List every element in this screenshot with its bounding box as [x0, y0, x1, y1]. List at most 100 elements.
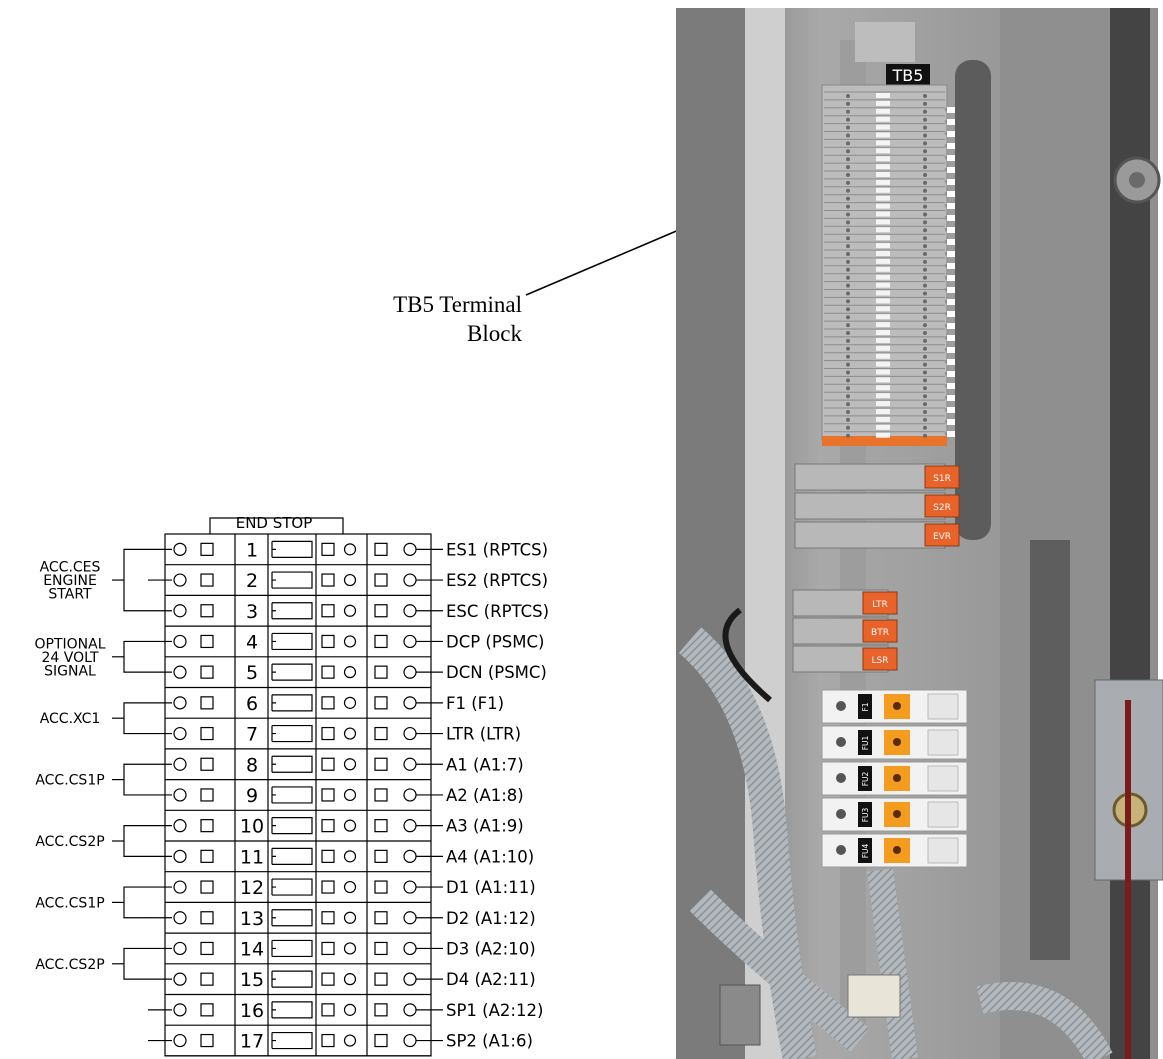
screw-square-icon: [374, 788, 388, 802]
terminal-screw-icon: [846, 141, 850, 146]
screw-circle-icon: [343, 543, 357, 556]
terminal-screw-icon: [846, 149, 850, 154]
group-label: ACC.CS2P: [35, 957, 104, 973]
screw-circle-icon: [403, 757, 417, 771]
relay-base: [794, 521, 946, 549]
terminal-screw-icon: [846, 165, 850, 170]
terminal-screw-icon: [923, 165, 927, 170]
screw-circle-icon: [403, 788, 417, 802]
terminal-screw-icon: [846, 259, 850, 264]
jumper-slot-icon: [271, 724, 313, 743]
bracket: [719, 984, 761, 1046]
terminal-marker: [876, 282, 890, 288]
bracket-line: [123, 825, 148, 857]
terminal-screw-icon: [923, 109, 927, 114]
terminal-screw-icon: [846, 291, 850, 296]
screw-circle-icon: [173, 726, 187, 741]
terminal-screw-icon: [923, 338, 927, 343]
terminal-screw-icon: [923, 433, 927, 438]
terminal-end-plate: [822, 436, 947, 446]
screw-square-icon: [321, 726, 335, 741]
terminal-marker: [876, 156, 890, 162]
terminal-screw-icon: [846, 315, 850, 320]
terminal-screw-icon: [923, 236, 927, 241]
bracket-line: [123, 886, 148, 919]
terminal-screw-icon: [846, 267, 850, 272]
screw-circle-icon: [173, 849, 187, 863]
terminal-screw-icon: [923, 125, 927, 130]
screw-circle-icon: [343, 788, 357, 802]
screw-circle-icon: [173, 542, 187, 556]
screw-circle-icon: [403, 880, 417, 894]
jumper-slot-icon: [271, 540, 313, 558]
screw-square-icon: [321, 911, 335, 925]
terminal-screw-icon: [923, 101, 927, 106]
relay-label: LTR: [872, 600, 888, 610]
screw-square-icon: [200, 849, 214, 863]
terminal-screw-icon: [923, 220, 927, 225]
screw-square-icon: [321, 634, 335, 649]
terminal-screw-icon: [923, 94, 927, 98]
terminal-marker: [876, 227, 890, 233]
fuse-tag: [858, 694, 872, 719]
fuse-label-plate: [927, 765, 959, 792]
terminal-screw-icon: [846, 386, 850, 391]
terminal-screw-icon: [846, 133, 850, 138]
terminal-marker: [876, 116, 890, 122]
end-stop-label: END STOP: [236, 514, 313, 532]
screw-square-icon: [321, 880, 335, 894]
terminal-marker: [876, 258, 890, 264]
terminal-screw-icon: [846, 117, 850, 122]
screw-circle-icon: [173, 573, 187, 587]
terminal-number: 8: [246, 754, 258, 776]
screw-square-icon: [374, 1033, 388, 1048]
relay-module: [862, 591, 898, 615]
terminal-screw-icon: [923, 204, 927, 209]
terminal-screw-icon: [846, 244, 850, 249]
screw-circle-icon: [173, 634, 187, 649]
wire-label: D2 (A1:12): [446, 909, 536, 928]
terminal-marker: [876, 235, 890, 241]
screw-circle-icon: [403, 696, 417, 710]
screw-circle-icon: [343, 880, 357, 894]
screw-circle-icon: [173, 1003, 187, 1017]
terminal-screw-icon: [923, 425, 927, 430]
terminal-marker: [876, 251, 890, 256]
jumper-slot-icon: [271, 970, 313, 988]
terminal-marker: [876, 100, 890, 106]
fuse-label: FU1: [861, 735, 870, 750]
terminal-screw-icon: [923, 299, 927, 304]
terminal-marker: [876, 108, 890, 114]
wire-label: ES2 (RPTCS): [446, 571, 548, 590]
jumper-slot-icon: [271, 1031, 313, 1050]
fuse-label: FU4: [861, 843, 870, 858]
screw-circle-icon: [343, 758, 357, 771]
terminal-screw-icon: [846, 354, 850, 359]
jumper-slot-icon: [271, 847, 313, 865]
fuse-screw-icon: [836, 737, 846, 747]
terminal-number: 14: [240, 938, 264, 960]
jumper-slot-icon: [271, 909, 313, 927]
terminal-marker: [876, 132, 890, 138]
terminal-marker: [876, 377, 890, 383]
screw-circle-icon: [403, 972, 417, 986]
terminal-marker: [876, 409, 890, 414]
terminal-screw-icon: [846, 362, 850, 367]
terminal-number: 7: [246, 724, 258, 746]
screw-square-icon: [374, 665, 388, 679]
screw-square-icon: [374, 542, 388, 556]
end-stop-frame: [209, 517, 344, 534]
screw-circle-icon: [173, 880, 187, 894]
screw-circle-icon: [343, 819, 357, 832]
terminal-screw-icon: [846, 173, 850, 177]
screw-square-icon: [200, 665, 214, 679]
terminal-marker: [876, 306, 890, 312]
screw-circle-icon: [403, 634, 417, 649]
terminal-number: 17: [240, 1031, 264, 1053]
screw-circle-icon: [403, 665, 417, 679]
screw-circle-icon: [343, 573, 357, 587]
